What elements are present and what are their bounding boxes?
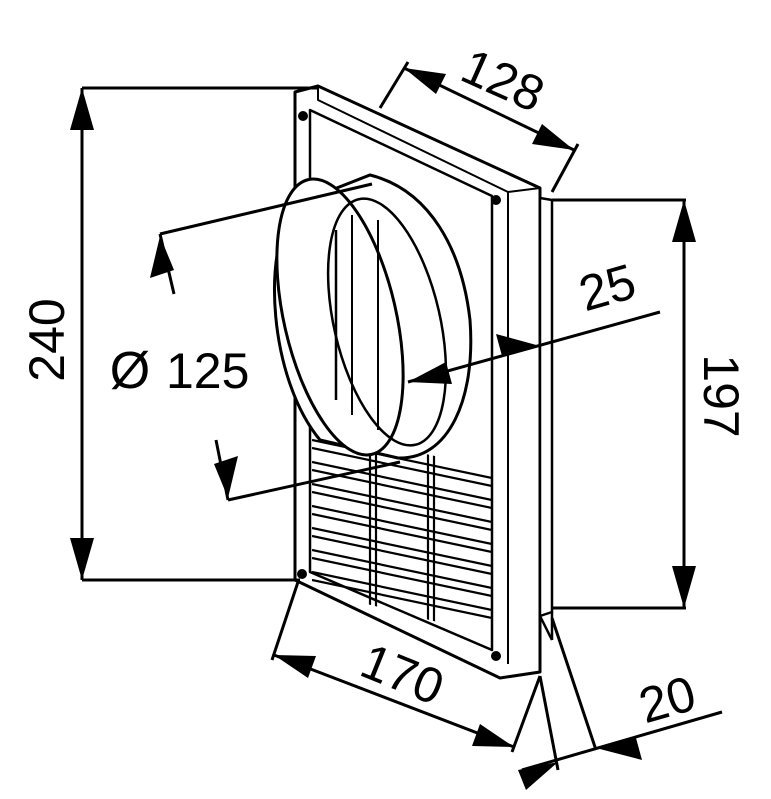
frame-bevel: [317, 86, 509, 664]
label-diameter-symbol: Ø: [110, 342, 150, 400]
screw-hole-top-right: [491, 195, 501, 205]
screw-hole-top-left: [298, 111, 308, 121]
screw-hole-bottom-left: [297, 569, 307, 579]
label-diameter-125: 125: [166, 343, 249, 399]
dim-170: [270, 581, 542, 753]
dimension-lines: [70, 61, 723, 790]
label-197: 197: [693, 354, 749, 437]
spigot-front-rim: [275, 177, 405, 457]
label-240: 240: [19, 298, 75, 381]
dim-diameter-125: [150, 182, 401, 502]
label-25: 25: [573, 253, 642, 322]
side-panel: [538, 196, 554, 618]
dim-128: [378, 61, 580, 193]
label-128: 128: [453, 38, 552, 123]
spigot: [273, 173, 473, 460]
screw-hole-bottom-right: [491, 651, 501, 661]
dim-197: [552, 198, 696, 610]
label-20: 20: [633, 665, 702, 734]
dim-20: [518, 617, 723, 790]
screw-holes: [297, 111, 501, 661]
dim-25: [407, 310, 661, 384]
dim-240: [70, 86, 318, 582]
